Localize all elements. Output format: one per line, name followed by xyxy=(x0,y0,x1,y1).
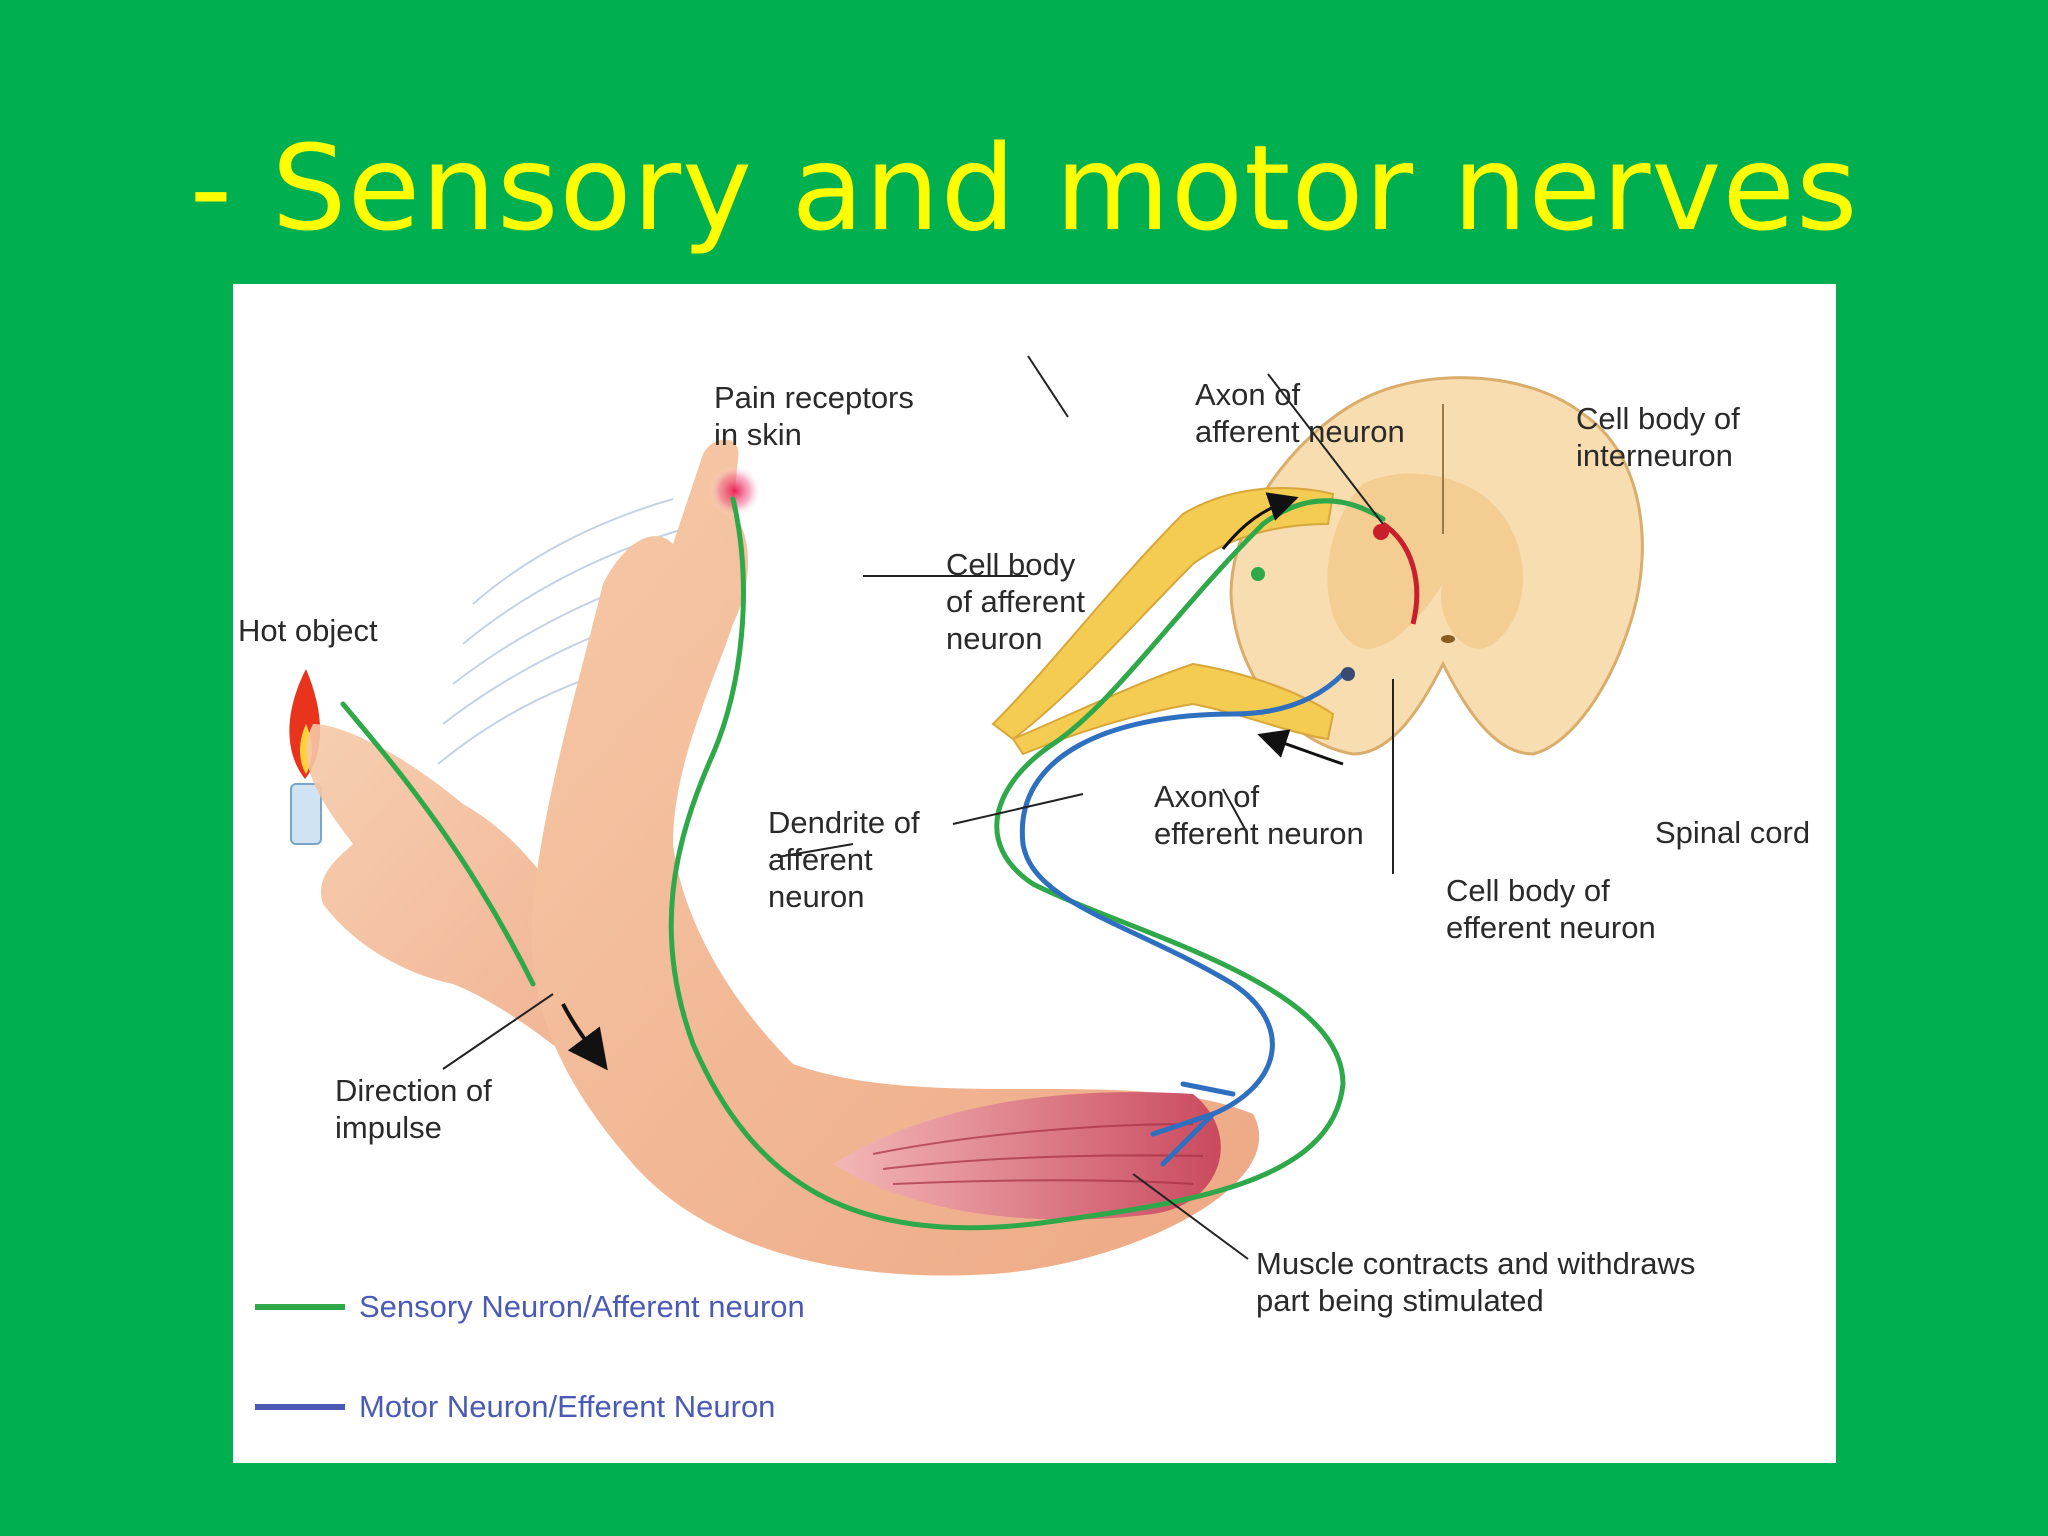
arm xyxy=(531,439,1260,1276)
pain-receptor-glow xyxy=(709,465,761,517)
motor-pathway xyxy=(1019,671,1346,1167)
legend-label-sensory: Sensory Neuron/Afferent neuron xyxy=(359,1289,805,1324)
arrow-icon xyxy=(1257,729,1344,766)
spinal-cord xyxy=(1229,376,1644,756)
leader-lines xyxy=(442,355,1394,1260)
sensory-pathway xyxy=(340,496,1386,1231)
arrow-icon xyxy=(561,1003,608,1071)
label-hot-object: Hot object xyxy=(238,613,378,648)
slide-title: - Sensory and motor nerves xyxy=(189,119,1859,257)
interneuron xyxy=(1381,521,1420,625)
label-spinal-cord: Spinal cord xyxy=(1655,815,1811,850)
biceps-muscle xyxy=(833,1092,1221,1220)
reflex-arc-illustration xyxy=(289,355,1644,1276)
nerve-roots xyxy=(991,487,1335,756)
legend-swatch-motor xyxy=(255,1404,345,1410)
legend-swatch-sensory xyxy=(255,1304,345,1310)
arrow-icon xyxy=(1221,492,1299,550)
legend-label-motor: Motor Neuron/Efferent Neuron xyxy=(359,1389,776,1424)
